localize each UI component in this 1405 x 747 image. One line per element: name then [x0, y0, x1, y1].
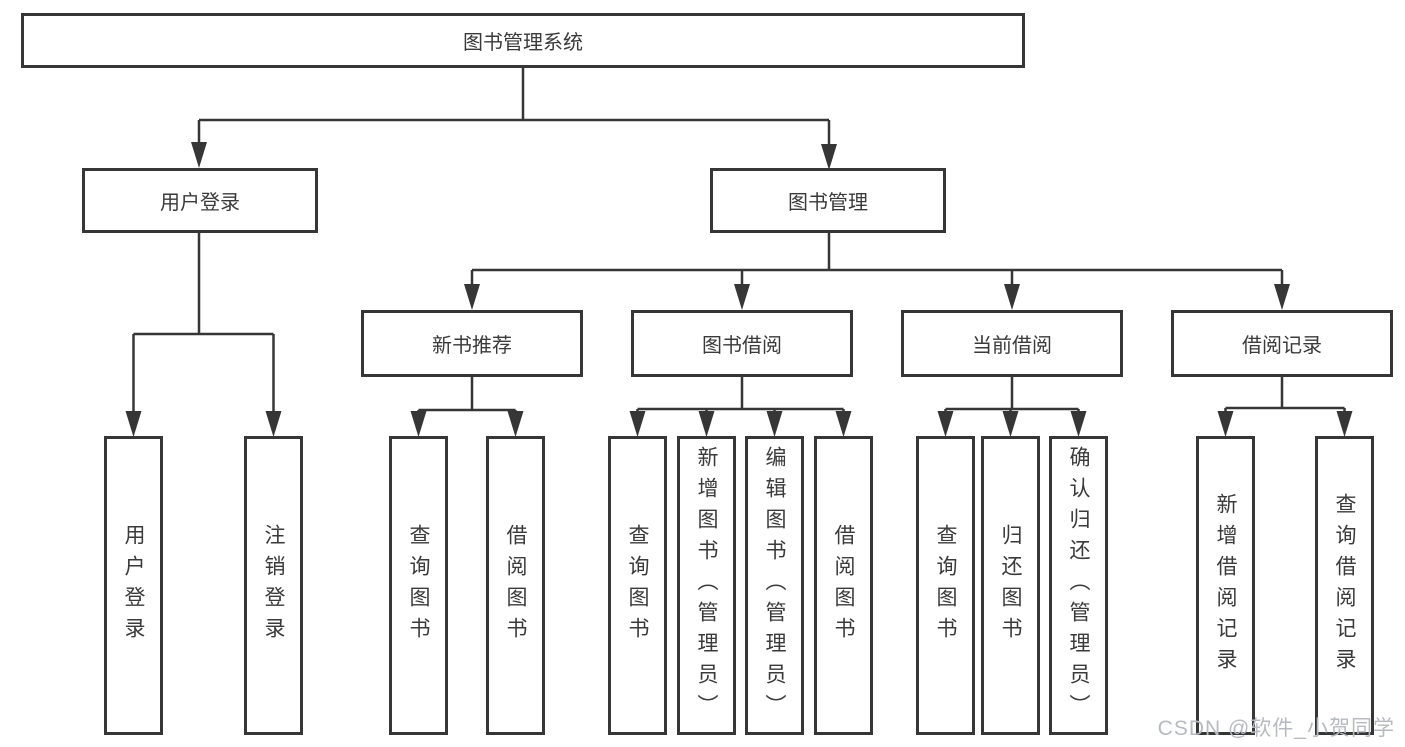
leaf-label: 确认归还（管理员）	[1067, 446, 1090, 725]
leaf-label: 借阅图书	[504, 523, 527, 648]
node-label: 图书管理	[788, 192, 868, 214]
leaf-user-login: 用户登录	[104, 436, 163, 735]
leaf-query-books-2: 查询图书	[608, 436, 667, 735]
leaf-label: 编辑图书（管理员）	[763, 446, 786, 725]
leaf-label: 查询图书	[626, 523, 649, 648]
leaf-label: 借阅图书	[832, 523, 855, 648]
arrowhead-icon	[191, 142, 207, 168]
arrowhead-icon	[464, 284, 480, 310]
arrowhead-icon	[410, 411, 427, 437]
leaf-label: 查询借阅记录	[1333, 492, 1356, 679]
node-label: 图书借阅	[702, 335, 782, 357]
arrowhead-icon	[698, 411, 715, 437]
leaf-logout: 注销登录	[244, 436, 303, 735]
arrowhead-icon	[835, 411, 852, 437]
node-label: 借阅记录	[1242, 335, 1322, 357]
node-label: 当前借阅	[972, 335, 1052, 357]
leaf-query-books-3: 查询图书	[916, 436, 975, 735]
leaf-label: 注销登录	[262, 523, 285, 648]
leaf-label: 归还图书	[999, 523, 1022, 648]
node-label: 图书管理系统	[463, 32, 583, 54]
arrowhead-icon	[1070, 411, 1087, 437]
arrowhead-icon	[937, 411, 954, 437]
leaf-label: 查询图书	[407, 523, 430, 648]
connector-newbooks-to-leaves	[417, 377, 517, 416]
leaf-label: 新增借阅记录	[1214, 492, 1237, 679]
leaf-query-borrow-record: 查询借阅记录	[1315, 436, 1374, 735]
arrowhead-icon	[1002, 411, 1019, 437]
leaf-label: 用户登录	[122, 523, 145, 648]
arrowhead-icon	[125, 411, 142, 437]
leaf-add-books-admin: 新增图书（管理员）	[677, 436, 736, 735]
leaf-label: 新增图书（管理员）	[695, 446, 718, 725]
node-book-management: 图书管理	[710, 168, 946, 233]
leaf-query-books-1: 查询图书	[389, 436, 448, 735]
arrowhead-icons	[125, 142, 1353, 437]
node-new-book-recommend: 新书推荐	[361, 310, 583, 377]
arrowhead-icon	[507, 411, 524, 437]
leaf-label: 查询图书	[934, 523, 957, 648]
connector-bookmgmt-to-level3	[470, 233, 1284, 289]
node-label: 新书推荐	[432, 335, 512, 357]
arrowhead-icon	[1336, 411, 1353, 437]
leaf-borrow-books-2: 借阅图书	[814, 436, 873, 735]
arrowhead-icon	[265, 411, 282, 437]
connector-borrowrecords-to-leaves	[1224, 377, 1346, 416]
leaf-confirm-return-admin: 确认归还（管理员）	[1049, 436, 1108, 735]
leaf-borrow-books-1: 借阅图书	[486, 436, 545, 735]
arrowhead-icon	[1217, 411, 1234, 437]
arrowhead-icon	[821, 144, 837, 170]
node-borrow-records: 借阅记录	[1171, 310, 1393, 377]
node-label: 用户登录	[160, 192, 240, 214]
node-book-borrow: 图书借阅	[631, 310, 853, 377]
connector-userlogin-to-leaves	[132, 233, 275, 416]
node-user-login: 用户登录	[82, 168, 318, 233]
node-root: 图书管理系统	[21, 13, 1025, 68]
arrowhead-icon	[629, 411, 646, 437]
connector-bookborrow-to-leaves	[636, 377, 845, 416]
leaf-edit-books-admin: 编辑图书（管理员）	[745, 436, 804, 735]
arrowhead-icon	[1274, 284, 1290, 310]
arrowhead-icon	[734, 284, 750, 310]
leaf-return-books: 归还图书	[981, 436, 1040, 735]
connector-root-to-level2	[197, 68, 831, 149]
arrowhead-icon	[766, 411, 783, 437]
leaf-add-borrow-record: 新增借阅记录	[1196, 436, 1255, 735]
node-current-borrow: 当前借阅	[901, 310, 1123, 377]
connector-currentborrow-to-leaves	[944, 377, 1080, 416]
csdn-watermark: CSDN @软件_小贺同学	[1157, 717, 1395, 740]
arrowhead-icon	[1004, 284, 1020, 310]
